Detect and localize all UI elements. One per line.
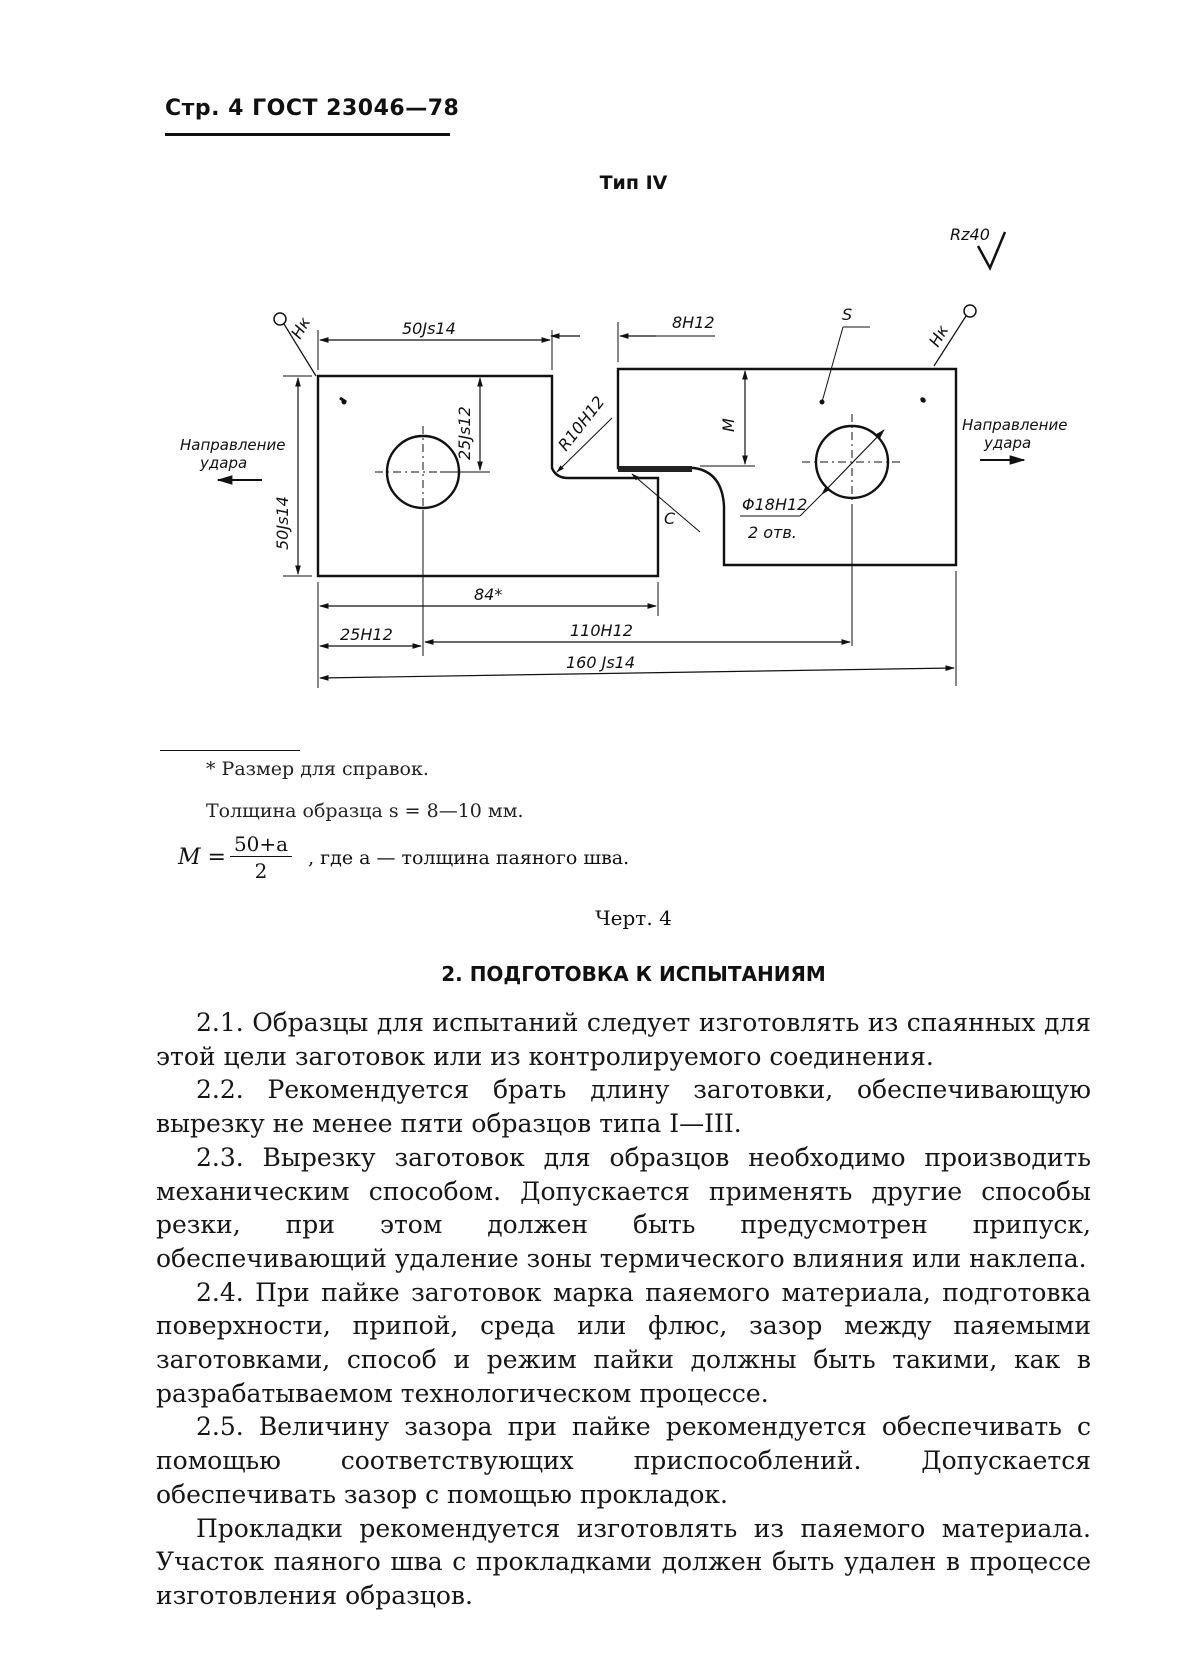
hole-diameter: Φ18H12 [742, 495, 807, 514]
formula-lhs: M = [178, 845, 226, 870]
formula-explanation: , где a — толщина паяного шва. [308, 846, 630, 869]
header-rule [165, 133, 450, 136]
dim-8h12: 8H12 [672, 313, 715, 332]
paragraph: 2.5. Величину зазора при пайке рекоменду… [156, 1412, 1091, 1509]
dim-25h12: 25H12 [340, 625, 393, 644]
formula-numerator: 50+a [229, 832, 293, 857]
formula: M = 50+a 2 , где a — толщина паяного шва… [178, 832, 629, 883]
formula-fraction: 50+a 2 [229, 832, 293, 883]
left-plate [316, 374, 660, 578]
dim-25js12: 25Js12 [455, 406, 474, 460]
right-plate [616, 367, 958, 567]
dim-c: C [664, 509, 676, 528]
section-body: 2.1. Образцы для испытаний следует изгот… [156, 1006, 1091, 1613]
hole-count: 2 отв. [748, 523, 797, 542]
dim-m: M [719, 418, 738, 432]
impact-right-line1: Направление [962, 416, 1067, 434]
impact-right-line2: удара [983, 434, 1031, 452]
technical-drawing: Rz40 50Js14 8H12 S Hк Hк 25Js12 R10H12 M… [180, 225, 1067, 688]
thickness-note: Толщина образца s = 8—10 мм. [206, 800, 524, 822]
paragraph: Прокладки рекомендуется изготовлять из п… [156, 1513, 1091, 1610]
dim-s: S [842, 305, 852, 324]
paragraph: 2.1. Образцы для испытаний следует изгот… [156, 1008, 1091, 1071]
dim-50js14-left: 50Js14 [273, 496, 292, 550]
hk-left: Hк [287, 313, 314, 342]
hk-right: Hк [925, 321, 952, 350]
dim-50js14-top: 50Js14 [402, 319, 456, 338]
formula-denominator: 2 [254, 859, 268, 883]
roughness-check-icon [976, 231, 1007, 271]
impact-left-line1: Направление [180, 436, 285, 454]
paragraph: 2.2. Рекомендуется брать длину заготовки… [156, 1075, 1091, 1139]
dim-84: 84* [474, 585, 502, 604]
footnote-rule [160, 750, 300, 751]
drawing-title: Тип IV [599, 172, 668, 194]
solder-seam [618, 466, 692, 472]
page-header: Стр. 4 ГОСТ 23046—78 [165, 96, 460, 121]
dim-160js14: 160 Js14 [566, 653, 635, 672]
paragraph: 2.3. Вырезку заготовок для образцов необ… [156, 1142, 1091, 1273]
roughness-label: Rz40 [950, 225, 990, 244]
figure-caption: Черт. 4 [595, 906, 672, 930]
dim-110h12: 110H12 [570, 621, 633, 640]
impact-left-line2: удара [199, 454, 247, 472]
dim-r10h12: R10H12 [554, 392, 608, 454]
section-title: 2. ПОДГОТОВКА К ИСПЫТАНИЯМ [441, 962, 826, 986]
paragraph: 2.4. При пайке заготовок марка паяемого … [156, 1277, 1091, 1408]
footnote: * Размер для справок. [206, 758, 429, 780]
